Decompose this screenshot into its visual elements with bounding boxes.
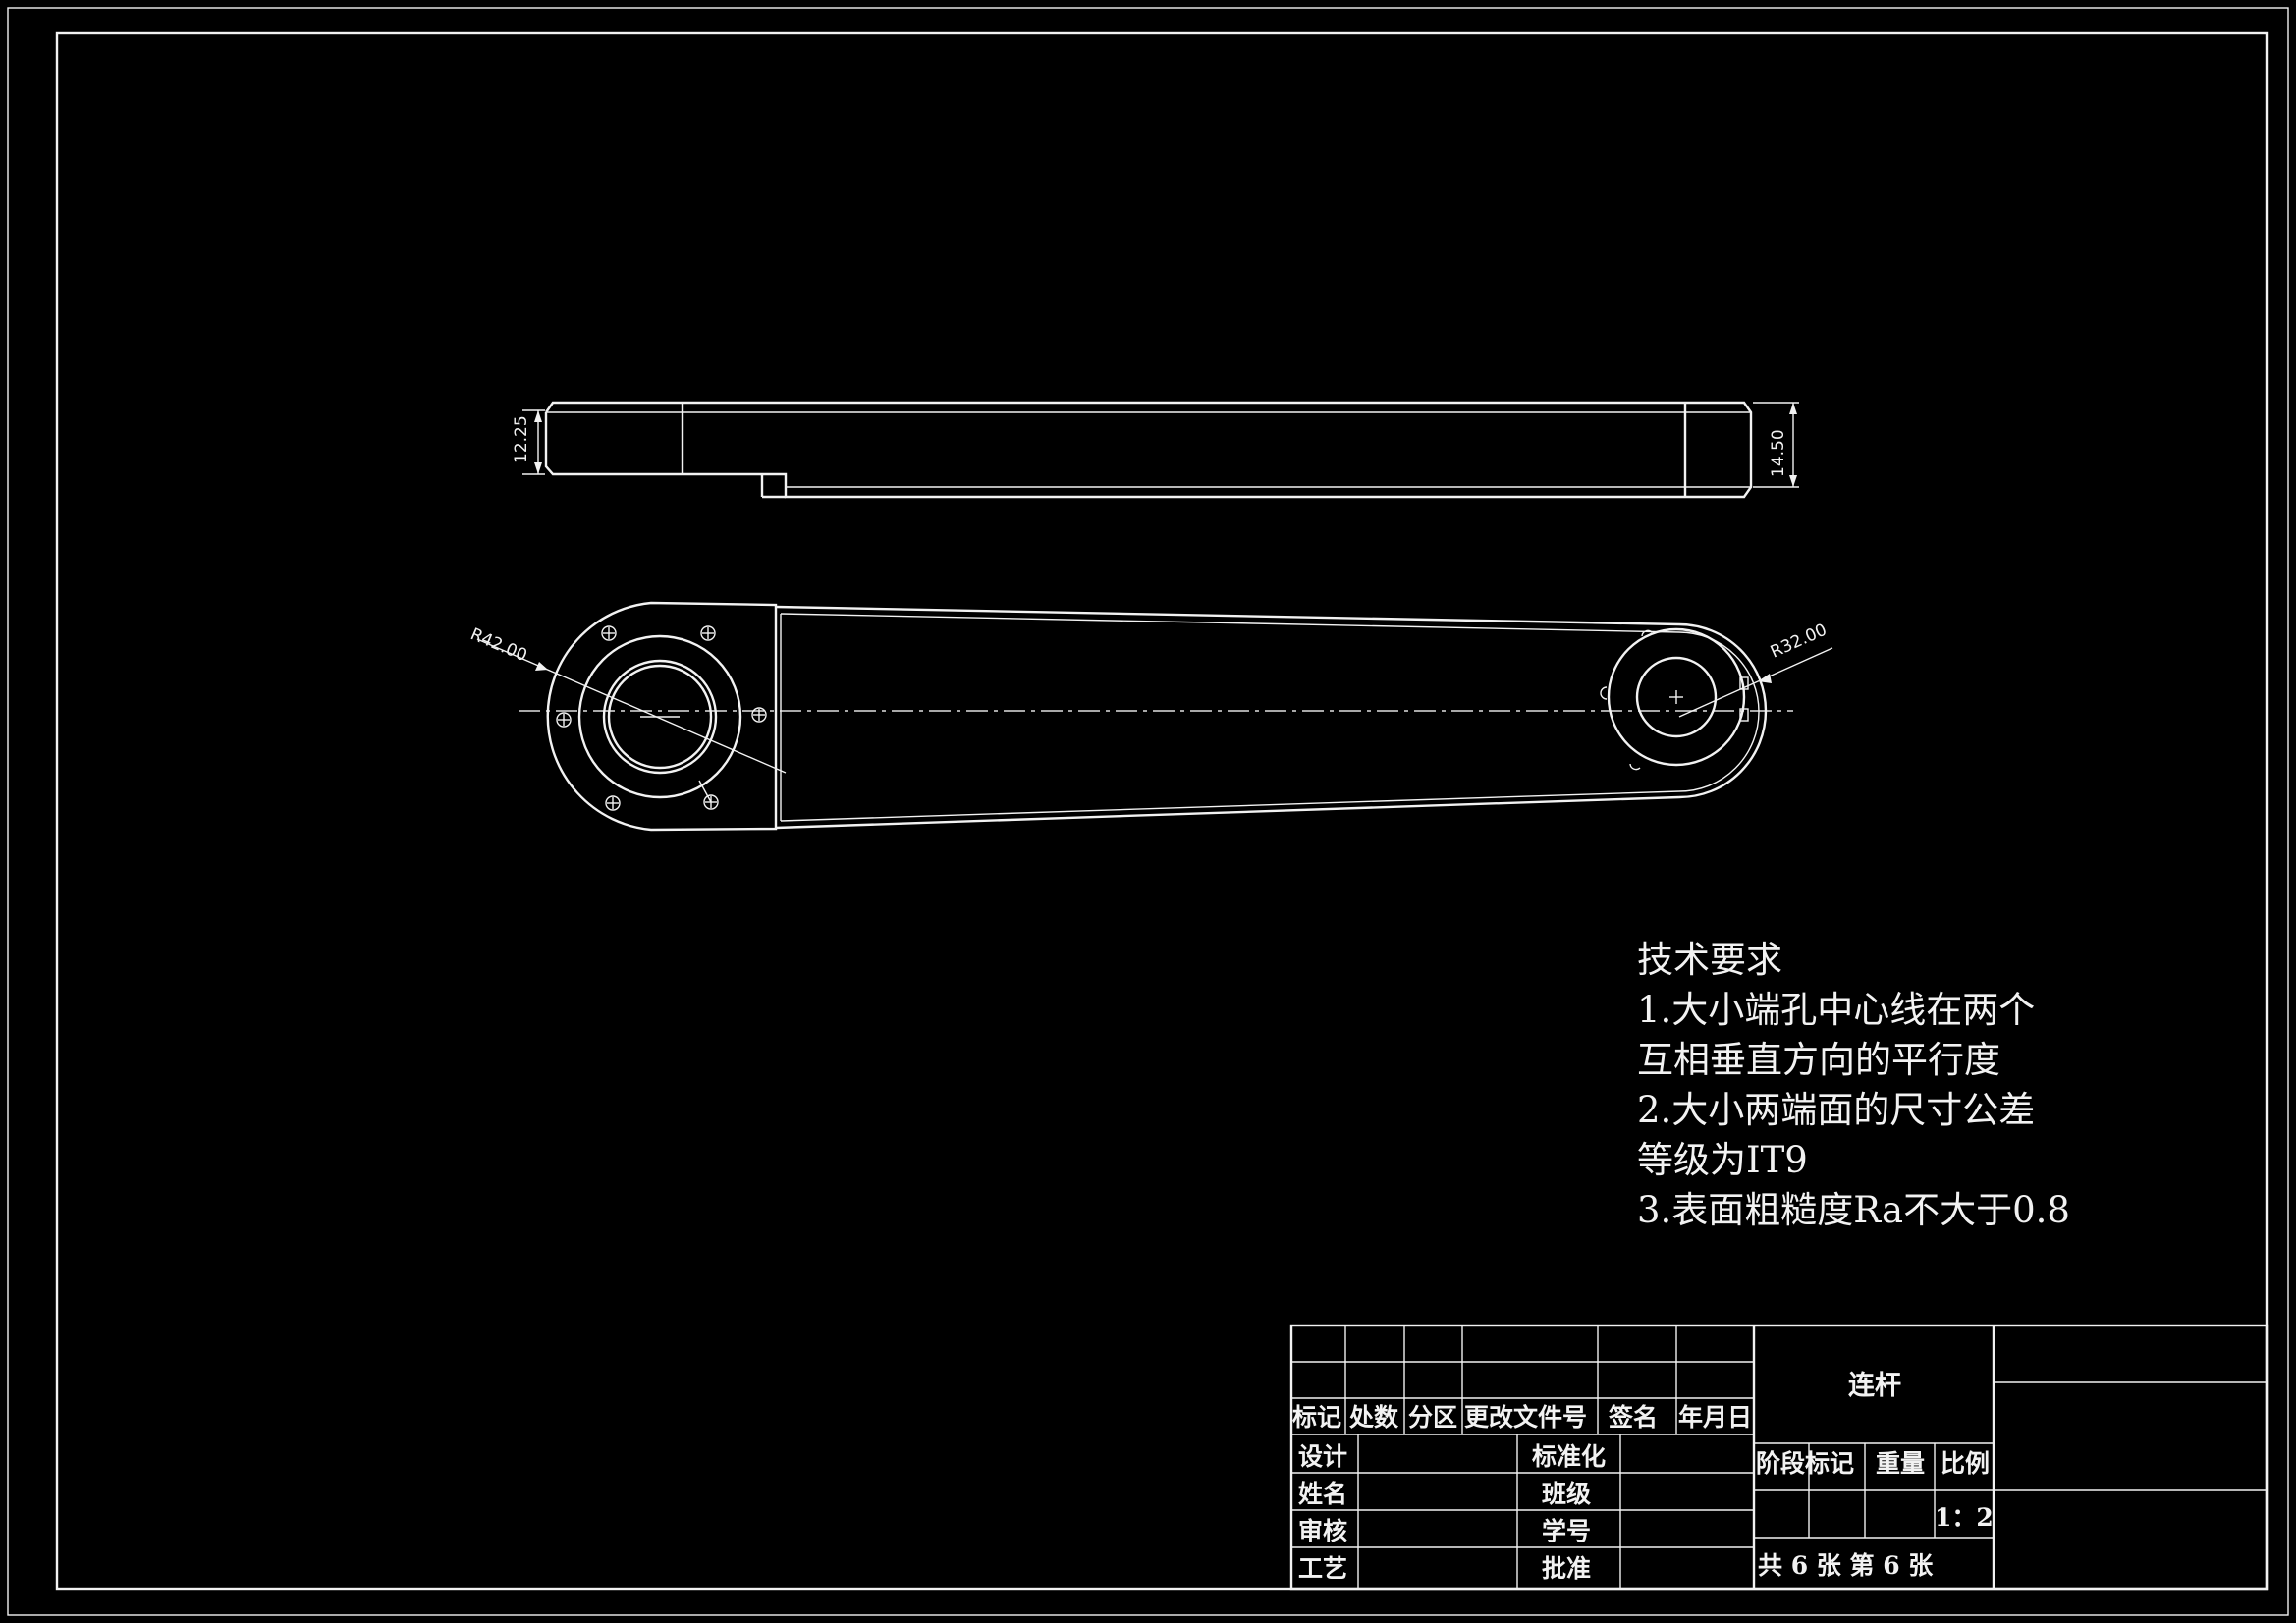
revision-header-doc: 更改文件号 [1464,1403,1587,1432]
revision-header-count: 处数 [1348,1403,1399,1432]
revision-header-date: 年月日 [1678,1403,1752,1432]
tech-requirement-line: 等级为IT9 [1637,1139,1808,1181]
outer-border [7,7,2289,1616]
stage-header-weight: 重量 [1876,1449,1925,1478]
revision-header-sign: 签名 [1608,1403,1658,1432]
mid-label-standardization: 标准化 [1532,1442,1606,1471]
scale-value: 1：2 [1935,1503,1994,1532]
part-name: 连杆 [1848,1370,1901,1401]
mid-label-student-id: 学号 [1542,1517,1591,1545]
role-label-design: 设计 [1298,1442,1347,1471]
role-label-name: 姓名 [1298,1480,1347,1508]
tech-requirement-line: 2.大小两端面的尺寸公差 [1637,1089,2035,1131]
dim-side-right: 14.50 [1769,429,1788,477]
title-block: 标记 处数 分区 更改文件号 签名 年月日 设计 姓名 审核 工艺 标准化 班级… [1289,1324,2269,1591]
tech-requirement-line: 3.表面粗糙度Ra不大于0.8 [1637,1189,2070,1231]
mid-label-approve: 批准 [1542,1554,1591,1583]
stage-header-mark: 阶段标记 [1756,1449,1854,1478]
role-label-review: 审核 [1298,1517,1347,1545]
tech-requirement-line: 1.大小端孔中心线在两个 [1637,989,2035,1031]
sheet-count: 共 6 张 第 6 张 [1758,1551,1934,1580]
tech-requirements: 技术要求 1.大小端孔中心线在两个 互相垂直方向的平行度 2.大小两端面的尺寸公… [1637,939,2070,1231]
side-view: 12.25 14.50 [512,401,1799,499]
inner-border [55,31,2269,1591]
revision-header-mark: 标记 [1292,1403,1341,1432]
tech-requirement-line: 互相垂直方向的平行度 [1637,1039,2000,1081]
front-view: R42.00 R32.00 [467,601,1833,832]
role-label-process: 工艺 [1298,1554,1347,1583]
tech-requirements-title: 技术要求 [1637,939,1782,981]
dim-side-left: 12.25 [512,415,531,463]
dim-big-end-radius: R42.00 [467,624,529,666]
revision-header-zone: 分区 [1408,1403,1457,1432]
dim-small-end-radius: R32.00 [1768,621,1830,663]
stage-header-scale: 比例 [1941,1449,1990,1478]
mid-label-class: 班级 [1542,1480,1591,1508]
